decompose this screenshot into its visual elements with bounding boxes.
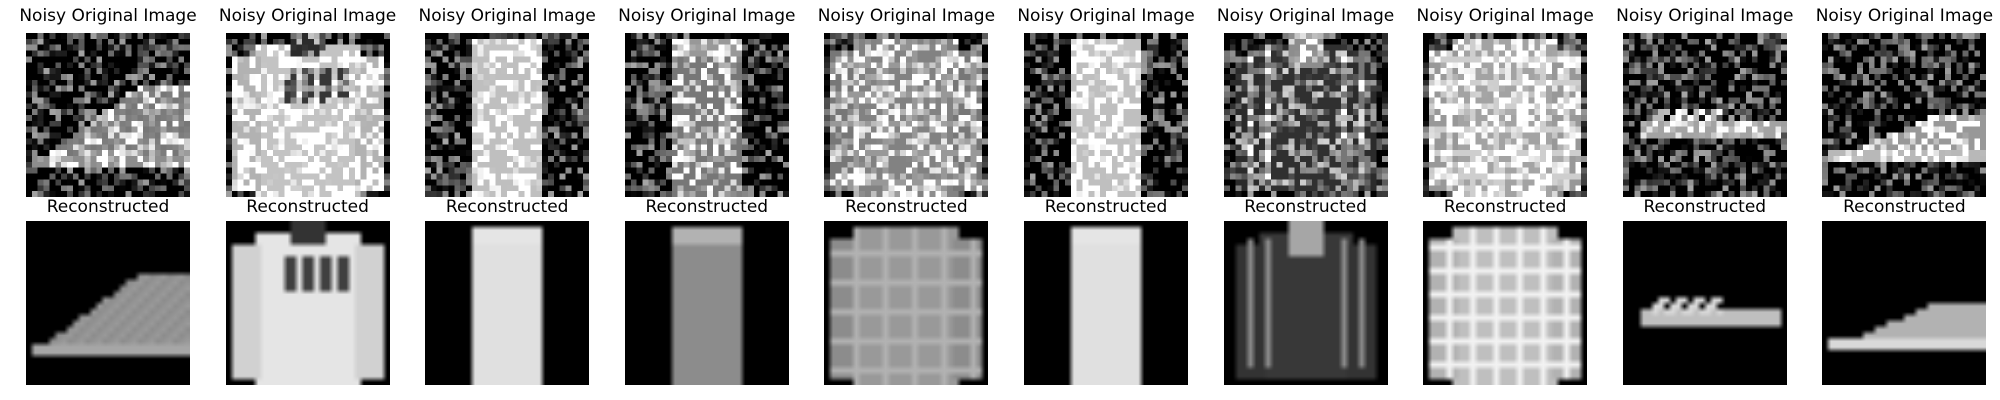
noisy-image [1423,33,1588,197]
noisy-image [1822,33,1987,197]
noisy-title: Noisy Original Image [1416,6,1594,26]
reconstructed-title: Reconstructed [1044,197,1168,217]
noisy-title: Noisy Original Image [418,6,596,26]
noisy-image [1024,33,1188,197]
reconstructed-image [26,221,190,385]
noisy-image [824,33,989,197]
noisy-image [1622,33,1787,197]
reconstructed-title: Reconstructed [1443,197,1567,217]
noisy-title: Noisy Original Image [218,6,397,26]
reconstructed-image [1423,221,1588,385]
reconstructed-title: Reconstructed [845,197,968,217]
reconstructed-title: Reconstructed [1843,197,1966,217]
noisy-title: Noisy Original Image [817,6,996,26]
reconstructed-image [1622,221,1787,385]
reconstructed-image [824,221,989,385]
reconstructed-image [225,221,390,385]
noisy-title: Noisy Original Image [1815,6,1994,26]
noisy-title: Noisy Original Image [1017,6,1195,26]
noisy-title: Noisy Original Image [618,6,796,26]
reconstructed-title: Reconstructed [246,197,369,217]
noisy-image [1223,33,1388,197]
noisy-title: Noisy Original Image [19,6,197,26]
noisy-title: Noisy Original Image [1616,6,1794,26]
reconstructed-title: Reconstructed [1244,197,1367,217]
reconstructed-image [425,221,590,385]
reconstructed-title: Reconstructed [645,197,769,217]
reconstructed-title: Reconstructed [46,197,170,217]
noisy-image [225,33,390,197]
noisy-image [26,33,190,197]
reconstructed-image [1822,221,1987,385]
reconstructed-image [1024,221,1188,385]
reconstructed-title: Reconstructed [445,197,569,217]
noisy-image [425,33,590,197]
reconstructed-image [1223,221,1388,385]
noisy-title: Noisy Original Image [1216,6,1395,26]
reconstructed-title: Reconstructed [1643,197,1767,217]
reconstructed-image [624,221,789,385]
noisy-image [624,33,789,197]
